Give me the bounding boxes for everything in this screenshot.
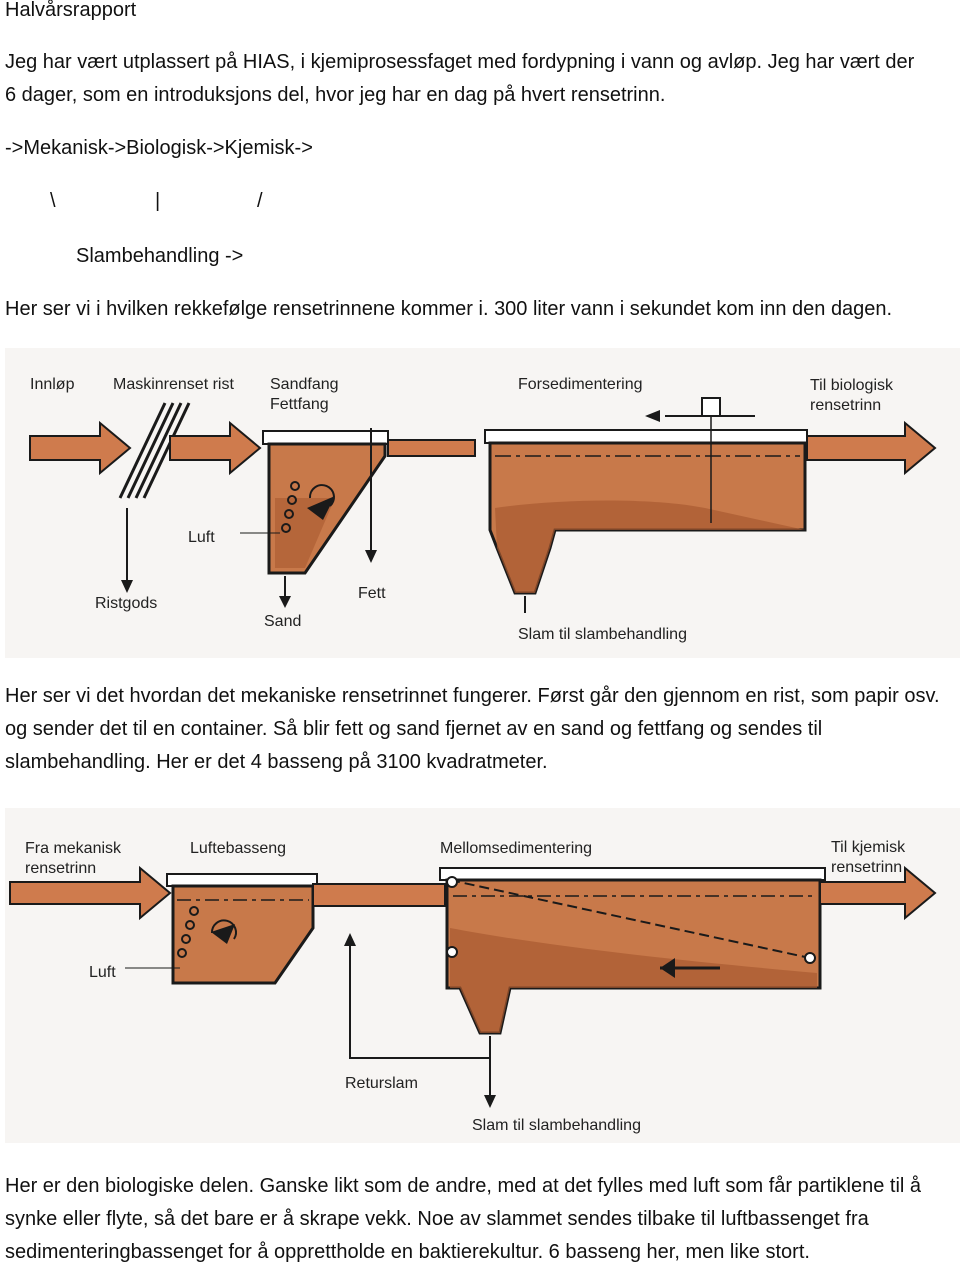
label-til-kjemisk-rensetrinn: rensetrinn: [831, 859, 902, 876]
label-luftebasseng: Luftebasseng: [190, 840, 286, 857]
label-slam-til-slambehandling: Slam til slambehandling: [472, 1117, 641, 1134]
flow-sludge: Slambehandling ->: [76, 245, 244, 267]
label-forsedimentering: Forsedimentering: [518, 376, 643, 393]
flow-branch-backslash: \: [50, 190, 56, 212]
mechanical-treatment-diagram: Innløp Maskinrenset rist Sandfang Fettfa…: [5, 348, 960, 658]
biological-paragraph: Her er den biologiske delen. Ganske likt…: [5, 1175, 922, 1263]
label-returslam: Returslam: [345, 1075, 418, 1092]
label-til-biologisk-rensetrinn: rensetrinn: [810, 397, 881, 414]
flow-sequence: ->Mekanisk->Biologisk->Kjemisk->: [5, 137, 313, 159]
label-luft: Luft: [89, 964, 116, 981]
intro-line-2: 6 dager, som en introduksjons del, hvor …: [5, 84, 666, 106]
label-sand: Sand: [264, 613, 301, 630]
intro-line-1: Jeg har vært utplassert på HIAS, i kjemi…: [5, 51, 915, 73]
biological-treatment-diagram: Fra mekanisk rensetrinn Luftebasseng Mel…: [5, 808, 960, 1143]
label-mellomsedimentering: Mellomsedimentering: [440, 840, 592, 857]
label-til-kjemisk: Til kjemisk: [831, 839, 906, 856]
label-sandfang: Sandfang: [270, 376, 339, 393]
flow-branch-pipe: |: [155, 190, 161, 212]
label-til-biologisk: Til biologisk: [810, 377, 894, 394]
label-fett: Fett: [358, 585, 386, 602]
order-paragraph: Her ser vi i hvilken rekkefølge rensetri…: [5, 298, 893, 320]
label-fra-mekanisk: Fra mekanisk: [25, 840, 122, 857]
document-title: Halvårsrapport: [5, 0, 137, 21]
label-slam-til-slambehandling: Slam til slambehandling: [518, 626, 687, 643]
label-ristgods: Ristgods: [95, 595, 157, 612]
label-innlop: Innløp: [30, 376, 75, 393]
label-fra-mekanisk-rensetrinn: rensetrinn: [25, 860, 96, 877]
flow-branch-slash: /: [257, 190, 263, 212]
label-luft: Luft: [188, 529, 215, 546]
label-maskinrenset-rist: Maskinrenset rist: [113, 376, 234, 393]
mechanical-paragraph: Her ser vi det hvordan det mekaniske ren…: [5, 685, 940, 773]
label-fettfang: Fettfang: [270, 396, 329, 413]
